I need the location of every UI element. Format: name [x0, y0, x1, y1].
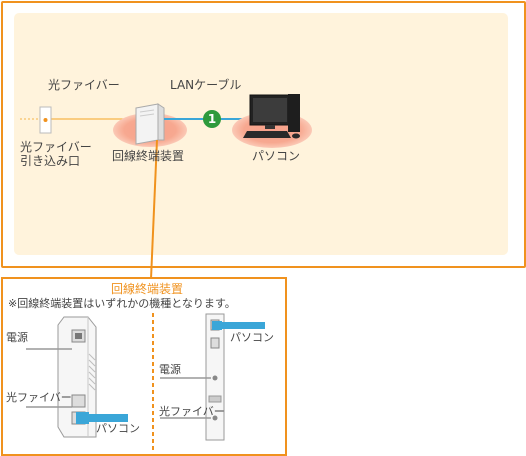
step-badge: 1 [203, 110, 221, 128]
detail-leader-line [150, 139, 158, 280]
fiber-label: 光ファイバー [48, 78, 120, 92]
outlet-label-line2: 引き込み口 [20, 154, 81, 168]
fiber-outlet-icon [39, 106, 52, 134]
right-model-lan-cable [212, 321, 265, 330]
right-model-leaders [160, 377, 211, 419]
left-model-fiber-label: 光ファイバー [6, 391, 72, 404]
outlet-label-line1: 光ファイバー [20, 140, 92, 154]
right-model-fiber-label: 光ファイバー [159, 405, 225, 418]
left-model-leaders [26, 348, 72, 408]
detail-title: 回線終端装置 [111, 282, 184, 296]
detail-note: ※回線終端装置はいずれかの機種となります。 [8, 297, 236, 310]
right-model-power-label: 電源 [159, 363, 181, 376]
lan-cable-label: LANケーブル [170, 78, 242, 92]
left-model-power-label: 電源 [6, 331, 28, 344]
left-model-pc-label: パソコン [96, 422, 140, 435]
onu-label: 回線終端装置 [112, 149, 185, 163]
pc-computer-icon [243, 94, 300, 139]
left-model-lan-cable [76, 412, 128, 424]
right-model-pc-label: パソコン [230, 331, 274, 344]
right-model-device-icon [205, 313, 225, 441]
onu-device-icon [135, 103, 165, 145]
pc-label: パソコン [252, 149, 301, 163]
